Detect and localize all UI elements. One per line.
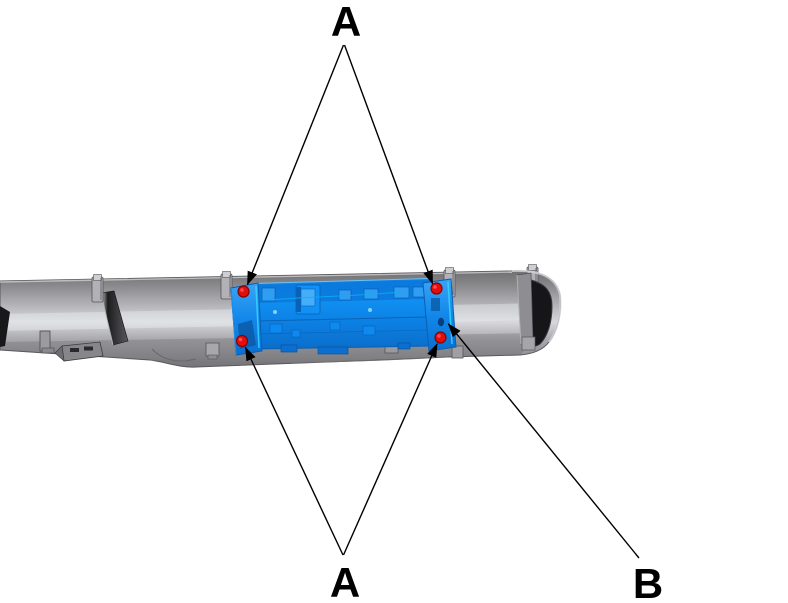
bracket-right-plate xyxy=(422,278,457,352)
rail-bottom-lip-line xyxy=(149,356,449,364)
bracket-rib-line-2 xyxy=(257,329,429,335)
rail-bottom-step xyxy=(151,348,197,362)
bracket-wire-detail xyxy=(267,291,401,301)
rail-clip-bottom-mid xyxy=(205,342,220,360)
callout-label-b: B xyxy=(632,560,664,603)
callout-label-a-bottom: A xyxy=(329,559,361,603)
arrow-b xyxy=(447,323,640,559)
rail-cut-end-cavity xyxy=(0,306,10,347)
arrow-a-top-right xyxy=(343,44,434,285)
arrow-a-bottom-left xyxy=(244,346,344,556)
fastener-marker-bottom-left xyxy=(235,334,249,348)
bracket-dot-1 xyxy=(273,310,277,314)
arrow-a-top-left xyxy=(246,44,345,286)
bracket-raised-box xyxy=(295,284,321,315)
callout-arrows xyxy=(244,44,640,559)
rail-end-cap xyxy=(511,269,562,351)
rail-bracket-slots xyxy=(54,341,104,362)
fastener-marker-bottom-right xyxy=(434,331,447,344)
fastener-marker-top-left xyxy=(237,285,250,298)
arrow-a-bottom-right xyxy=(342,343,438,556)
callout-label-a-top: A xyxy=(330,0,362,45)
rail-clip-bottom-left xyxy=(39,330,55,354)
bracket-bottom-tabs xyxy=(280,342,411,355)
bracket-dot-2 xyxy=(368,308,372,312)
fastener-markers xyxy=(235,282,447,348)
fastener-marker-top-right xyxy=(430,282,443,295)
rail-clip-top-1 xyxy=(91,274,104,303)
rail-clip-bottom-right xyxy=(451,345,464,359)
mounting-bracket xyxy=(230,278,457,356)
bracket-rib-line-1 xyxy=(257,316,429,322)
bracket-bosses xyxy=(269,321,376,338)
end-cap-clip xyxy=(521,336,536,351)
rail-clip-top-2 xyxy=(220,271,233,300)
